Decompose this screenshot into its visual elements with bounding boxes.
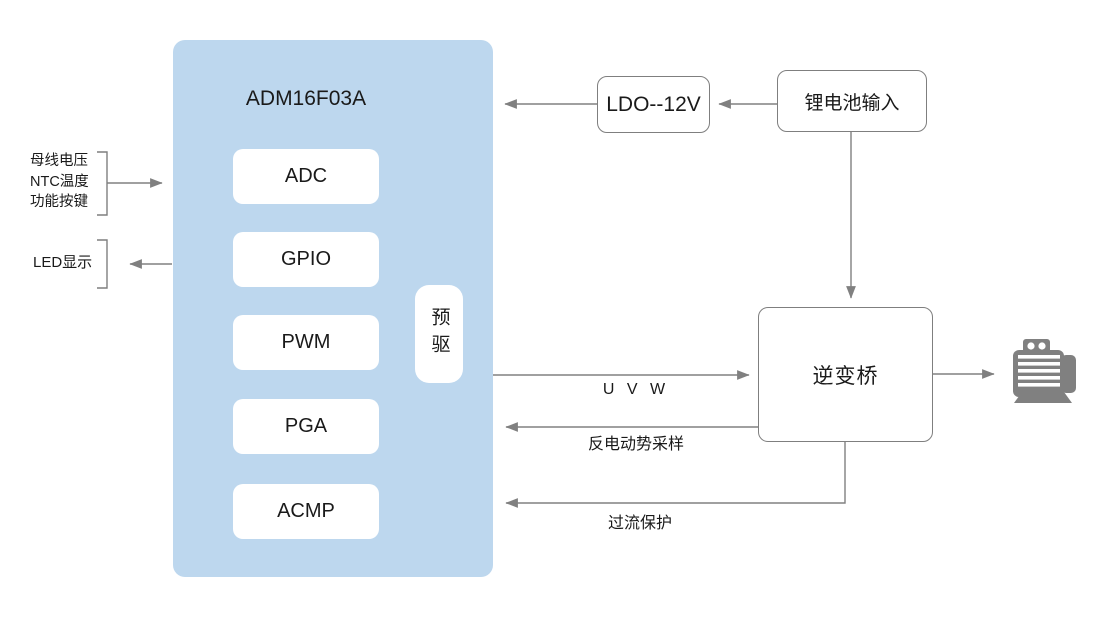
input-signal-ntc-temp: NTC温度 <box>30 173 89 190</box>
module-predriver: 预驱 <box>415 285 463 383</box>
module-acmp: ACMP <box>233 484 379 539</box>
inverter-bridge-block: 逆变桥 <box>758 307 933 442</box>
inputs-bracket <box>97 151 108 216</box>
input-signal-bus-voltage: 母线电压 <box>30 153 88 169</box>
overcurrent-wire-label: 过流保护 <box>607 515 672 532</box>
chip-title: ADM16F03A <box>245 87 367 110</box>
arrow-overcurrent <box>505 442 846 508</box>
module-adc: ADC <box>233 149 379 204</box>
module-gpio: GPIO <box>233 232 379 287</box>
battery-input-block: 锂电池输入 <box>777 70 927 132</box>
back-emf-wire-label: 反电动势采样 <box>587 436 684 453</box>
motor-icon <box>1013 339 1076 403</box>
module-pwm: PWM <box>233 315 379 370</box>
module-pga: PGA <box>233 399 379 454</box>
led-bracket <box>97 239 108 289</box>
led-display-label: LED显示 <box>33 254 93 271</box>
uvw-wire-label: U V W <box>602 381 670 398</box>
ldo-block: LDO--12V <box>597 76 710 133</box>
input-signal-func-keys: 功能按键 <box>30 194 88 210</box>
input-signals-label: 母线电压 NTC温度 功能按键 <box>30 151 89 213</box>
chip-block: ADM16F03A ADC GPIO PWM PGA ACMP 预驱 <box>173 40 493 577</box>
